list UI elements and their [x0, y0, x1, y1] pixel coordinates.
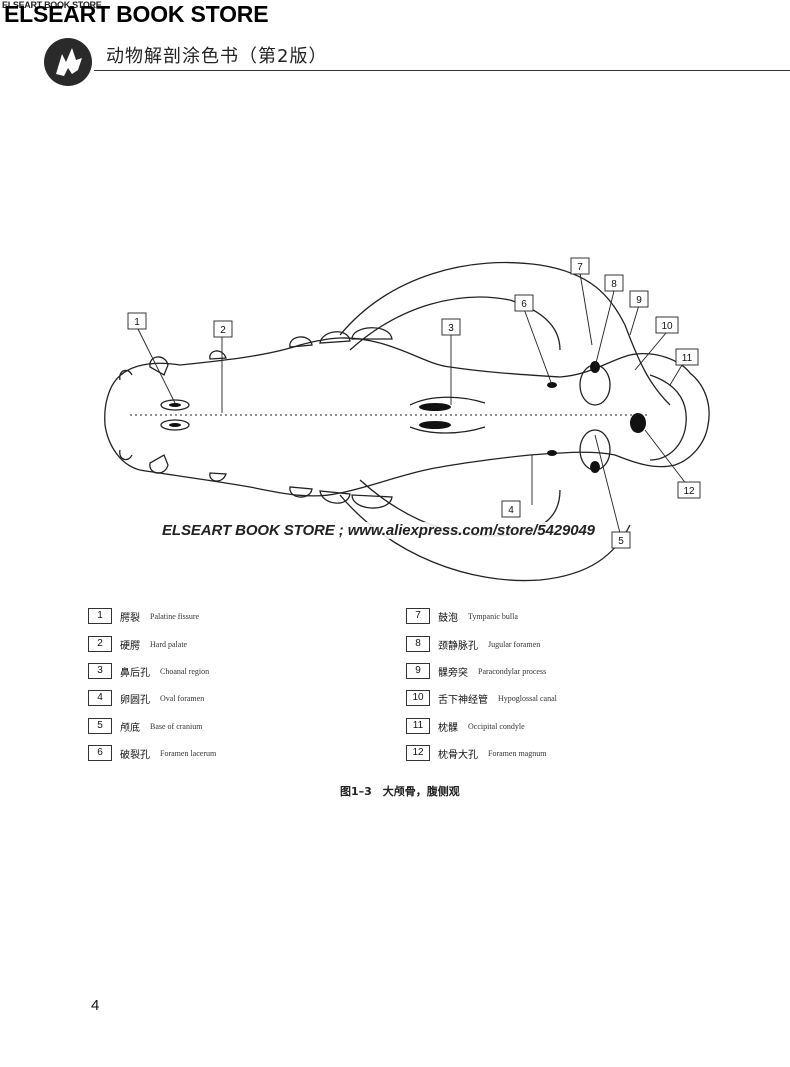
dog-head-logo-icon	[44, 38, 92, 86]
legend-num: 10	[406, 690, 430, 706]
legend-en: Foramen lacerum	[160, 748, 217, 758]
watermark-url: ELSEART BOOK STORE ; www.aliexpress.com/…	[162, 522, 595, 539]
legend-num: 11	[406, 718, 430, 734]
legend-cn: 硬腭	[120, 640, 140, 652]
legend-item: 4 卵圆孔 Oval foramen	[88, 690, 204, 706]
callout-5: 5	[618, 536, 624, 547]
legend-cn: 鼻后孔	[120, 667, 150, 679]
legend-cn: 枕髁	[438, 722, 458, 734]
legend-num: 8	[406, 636, 430, 652]
legend-cn: 破裂孔	[120, 749, 150, 761]
legend-item: 8 颈静脉孔 Jugular foramen	[406, 636, 540, 652]
watermark-small: ELSEART BOOK STORE	[2, 0, 102, 10]
callout-12: 12	[683, 486, 695, 497]
legend-en: Foramen magnum	[488, 748, 547, 758]
header-rule	[94, 70, 790, 71]
callout-2: 2	[220, 325, 226, 336]
legend-en: Hard palate	[150, 639, 188, 649]
legend-cn: 颅底	[120, 722, 140, 734]
callout-9: 9	[636, 295, 642, 306]
watermark-store-name: ELSEART BOOK STORE	[4, 1, 269, 27]
legend-cn: 鼓泡	[438, 612, 458, 624]
legend-en: Choanal region	[160, 666, 210, 676]
legend-num: 12	[406, 745, 430, 761]
legend-en: Palatine fissure	[150, 611, 200, 621]
callout-11: 11	[682, 353, 693, 364]
legend-item: 2 硬腭 Hard palate	[88, 636, 187, 652]
legend-item: 7 鼓泡 Tympanic bulla	[406, 608, 518, 624]
legend-cn: 颈静脉孔	[438, 640, 478, 652]
legend-num: 4	[88, 690, 112, 706]
legend-cn: 髁旁突	[438, 667, 468, 679]
callout-3: 3	[448, 323, 454, 334]
legend-item: 11 枕髁 Occipital condyle	[406, 718, 525, 734]
legend: 1 腭裂 Palatine fissure 2 硬腭 Hard palate 3…	[88, 608, 608, 768]
callout-7: 7	[577, 262, 583, 273]
book-title: 动物解剖涂色书（第2版）	[106, 46, 328, 67]
legend-cn: 腭裂	[120, 612, 140, 624]
legend-item: 10 舌下神经管 Hypoglossal canal	[406, 690, 557, 706]
legend-en: Hypoglossal canal	[498, 693, 557, 703]
figure-caption: 图1–3 大颅骨，腹侧观	[340, 785, 460, 798]
legend-num: 1	[88, 608, 112, 624]
legend-item: 12 枕骨大孔 Foramen magnum	[406, 745, 546, 761]
callout-6: 6	[521, 299, 527, 310]
legend-en: Oval foramen	[160, 693, 205, 703]
callout-4: 4	[508, 505, 514, 516]
legend-item: 6 破裂孔 Foramen lacerum	[88, 745, 216, 761]
legend-num: 2	[88, 636, 112, 652]
callout-1: 1	[134, 317, 140, 328]
legend-num: 7	[406, 608, 430, 624]
callout-8: 8	[611, 279, 617, 290]
legend-cn: 舌下神经管	[438, 694, 488, 706]
legend-item: 1 腭裂 Palatine fissure	[88, 608, 199, 624]
legend-num: 5	[88, 718, 112, 734]
legend-cn: 枕骨大孔	[438, 749, 478, 761]
legend-en: Occipital condyle	[468, 721, 525, 731]
legend-en: Jugular foramen	[488, 639, 541, 649]
legend-item: 5 颅底 Base of cranium	[88, 718, 202, 734]
legend-num: 3	[88, 663, 112, 679]
legend-num: 9	[406, 663, 430, 679]
legend-item: 9 髁旁突 Paracondylar process	[406, 663, 546, 679]
legend-en: Base of cranium	[150, 721, 203, 731]
legend-cn: 卵圆孔	[120, 694, 150, 706]
legend-en: Paracondylar process	[478, 666, 547, 676]
skull-ventral-figure: 1 2 3 4 5 6 7 8 9 10 11 12	[104, 257, 710, 582]
page-number: 4	[91, 997, 100, 1014]
legend-item: 3 鼻后孔 Choanal region	[88, 663, 209, 679]
legend-num: 6	[88, 745, 112, 761]
legend-en: Tympanic bulla	[468, 611, 518, 621]
callout-10: 10	[661, 321, 673, 332]
